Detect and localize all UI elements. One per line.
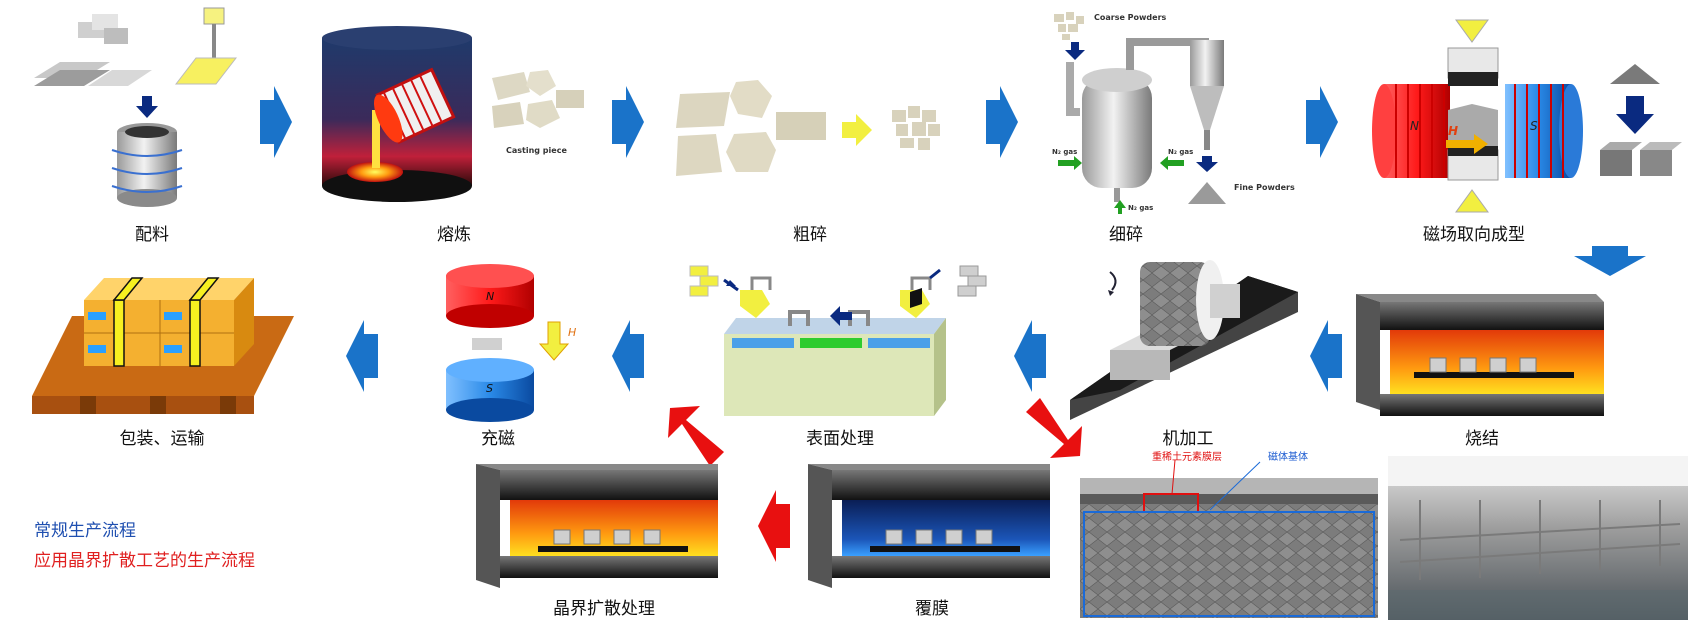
packaging-illustration [32, 277, 294, 414]
diffusion-furnace [476, 464, 718, 588]
arrow-red-1 [1026, 398, 1082, 458]
magnet-substrate-label: 磁体基体 [1268, 450, 1308, 463]
machining-illustration [1070, 260, 1298, 420]
step-label-magnetizing: 充磁 [481, 429, 515, 449]
casting-pieces [492, 70, 584, 128]
arrow-left-9 [346, 320, 378, 392]
arrow-right-1 [260, 86, 292, 158]
n2-gas-label-right: N₂ gas [1168, 148, 1193, 156]
coarse-powders-label: Coarse Powders [1094, 13, 1167, 22]
pole-s-label: S [1530, 119, 1538, 133]
step-label-surface-treatment: 表面处理 [806, 429, 874, 449]
smelting-illustration [322, 26, 472, 202]
batching-illustration [34, 7, 238, 207]
coarse-crushing-illustration [676, 80, 940, 176]
step-label-machining: 机加工 [1162, 429, 1214, 449]
pole-n-label-charge: N [486, 290, 494, 303]
magnetizing-illustration: N S H [446, 264, 576, 422]
step-label-fine-crushing: 细碎 [1109, 225, 1143, 245]
pole-n-label: N [1410, 119, 1419, 133]
step-label-batching: 配料 [135, 225, 169, 245]
pole-s-label-charge: S [486, 382, 493, 395]
field-h-label-orientation: H [1448, 124, 1458, 138]
coating-furnace [808, 464, 1050, 588]
arrow-right-4 [1306, 86, 1338, 158]
arrow-left-8 [612, 320, 644, 392]
arrow-left-7 [1014, 320, 1046, 392]
step-label-gb-diffusion: 晶界扩散处理 [553, 599, 655, 619]
surface-treatment-illustration [689, 265, 987, 416]
n2-gas-label-left: N₂ gas [1052, 148, 1077, 156]
arrow-right-2 [612, 86, 644, 158]
sintering-furnace [1356, 294, 1604, 416]
arrow-right-3 [986, 86, 1018, 158]
field-h-label-charge: H [568, 326, 576, 339]
casting-piece-label: Casting piece [506, 146, 567, 155]
sem-micrograph [1080, 459, 1378, 618]
legend-conventional: 常规生产流程 [34, 521, 136, 541]
step-label-sintering: 烧结 [1465, 429, 1499, 449]
magnetic-orientation-illustration: N S H [1372, 19, 1682, 213]
factory-photo [1388, 456, 1688, 620]
n2-gas-label-bottom: N₂ gas [1128, 204, 1153, 212]
arrow-left-6 [1310, 320, 1342, 392]
step-label-coarse-crushing: 粗碎 [793, 225, 827, 245]
fine-powders-label: Fine Powders [1234, 183, 1295, 192]
fine-crushing-illustration: Coarse Powders Fine Powders N₂ gas N₂ ga… [1052, 12, 1295, 214]
step-label-coating: 覆膜 [915, 599, 949, 619]
step-label-packaging: 包装、运输 [119, 429, 205, 449]
arrow-red-left-3 [758, 490, 790, 562]
arrow-red-2 [668, 406, 724, 466]
step-label-magnetic-orientation: 磁场取向成型 [1423, 225, 1525, 245]
legend-diffusion: 应用晶界扩散工艺的生产流程 [34, 551, 255, 571]
heavy-rare-earth-layer-label: 重稀土元素膜层 [1152, 450, 1222, 463]
arrow-down-5 [1574, 246, 1646, 276]
step-label-smelting: 熔炼 [437, 225, 471, 245]
